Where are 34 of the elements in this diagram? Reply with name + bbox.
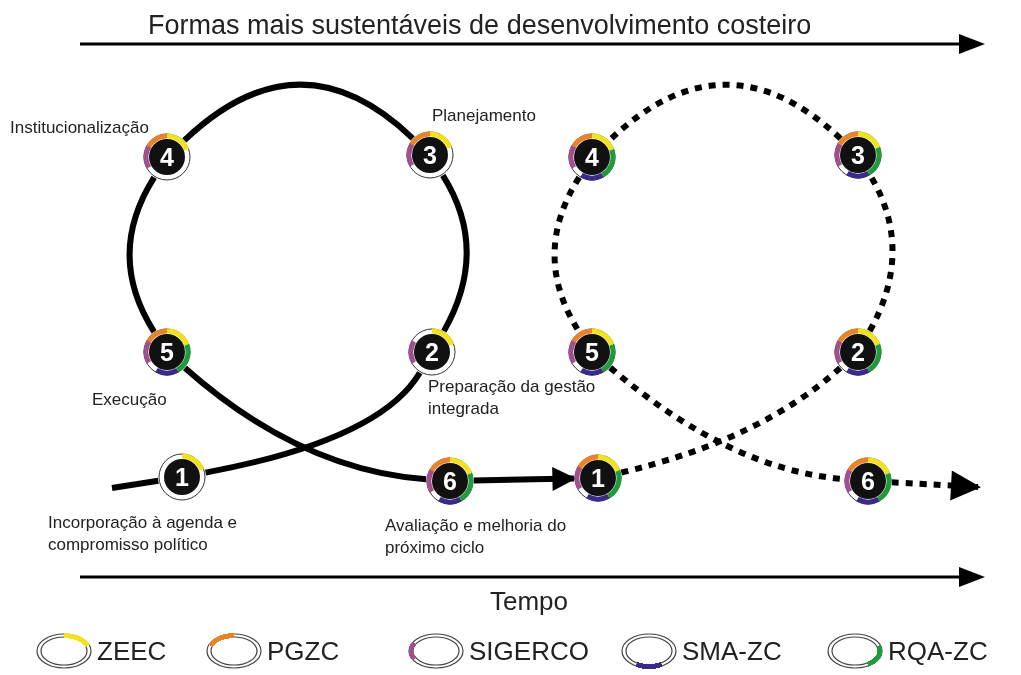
connector [440, 173, 470, 333]
connector [126, 175, 157, 334]
connector [473, 466, 577, 491]
legend-label: SIGERCO [469, 635, 589, 667]
dotted-connector [867, 174, 896, 333]
numbered-circle: 4 [142, 132, 192, 182]
numbered-circle: 3 [833, 130, 883, 180]
step-label: Execução [92, 389, 168, 411]
legend-label: SMA-ZC [682, 635, 782, 667]
numbered-circle: 6 [425, 456, 475, 506]
step-label: Preparação da gestão integrada [428, 376, 597, 420]
numbered-circle: 4 [567, 132, 617, 182]
legend-label: RQA-ZC [888, 635, 988, 667]
legend-label: ZEEC [97, 635, 167, 667]
axis-title: Formas mais sustentáveis de desenvolvimento costeiro [148, 10, 812, 41]
step-label: Avaliação e melhoria do próximo ciclo [385, 515, 568, 559]
numbered-circle: 5 [142, 327, 192, 377]
step-label: Incorporação à agenda e compromisso político [48, 512, 239, 556]
numbered-circle: 3 [405, 130, 455, 180]
numbered-circle: 1 [573, 453, 623, 503]
connector [205, 370, 423, 476]
legend-label: PGZC [267, 635, 340, 667]
step-label: Planejamento [432, 105, 537, 127]
numbered-circle: 1 [157, 452, 207, 502]
dotted-connector [891, 470, 981, 501]
connector [183, 365, 427, 483]
numbered-circle: 5 [567, 327, 617, 377]
dotted-connector [607, 81, 843, 143]
numbered-circle: 2 [833, 327, 883, 377]
numbered-circle: 2 [407, 327, 457, 377]
axis-label: Tempo [490, 586, 569, 617]
connector [111, 477, 159, 491]
numbered-circle: 6 [843, 456, 893, 506]
connector [182, 81, 415, 143]
